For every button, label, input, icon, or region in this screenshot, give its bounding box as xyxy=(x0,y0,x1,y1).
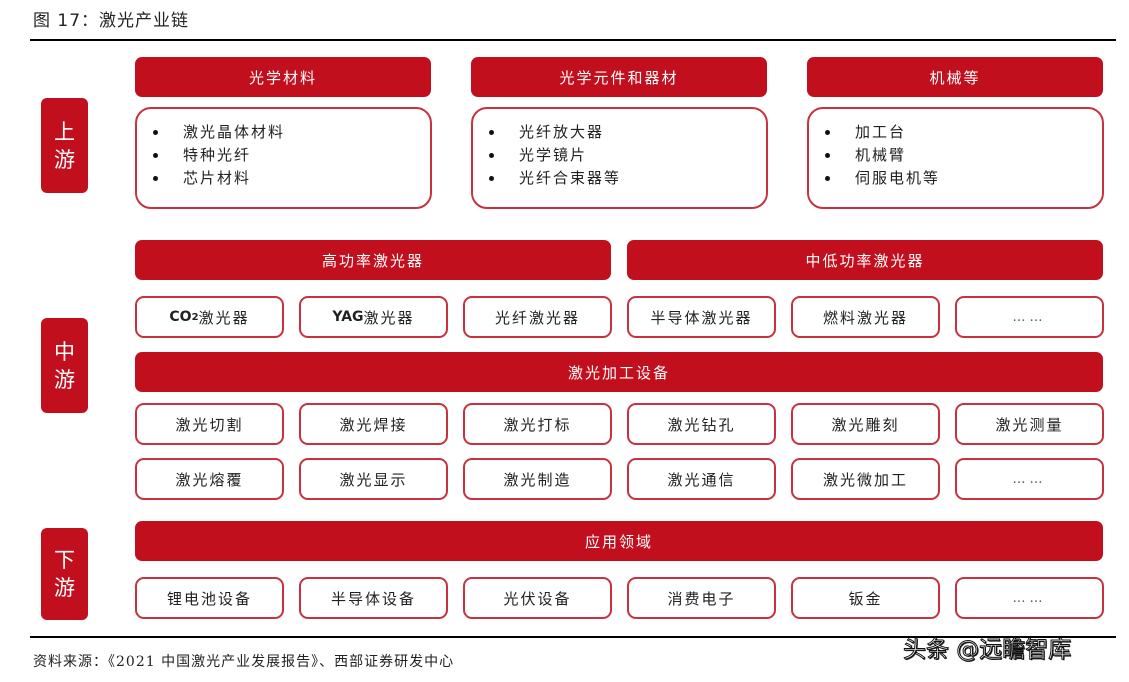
source-note: 资料来源：《2021 中国激光产业发展报告》、西部证券研发中心 xyxy=(33,654,455,670)
stage-downstream-char-1: 下 xyxy=(54,548,75,572)
list-item: 伺服电机等 xyxy=(823,167,1102,190)
application-cell: 消费电子 xyxy=(627,577,776,619)
bullet-icon xyxy=(489,153,494,158)
equipment-cell: 激光显示 xyxy=(299,458,448,500)
stage-downstream-label: 下 游 xyxy=(41,528,88,620)
laser-prefix: YAG xyxy=(332,309,364,325)
stage-midstream-char-2: 游 xyxy=(54,367,75,392)
bullet-icon xyxy=(153,176,158,181)
equipment-cell: 激光切割 xyxy=(135,403,284,445)
list-item: 芯片材料 xyxy=(151,167,430,190)
laser-type-fuel: 燃料激光器 xyxy=(791,296,940,338)
laser-type-fiber: 光纤激光器 xyxy=(463,296,612,338)
upstream-header-optical-materials: 光学材料 xyxy=(135,57,431,97)
upstream-list-optical-materials: 激光晶体材料 特种光纤 芯片材料 xyxy=(135,107,432,209)
watermark: 头条 @远瞻智库 xyxy=(902,637,1072,664)
list-item-text: 特种光纤 xyxy=(183,146,252,164)
stage-upstream-char-1: 上 xyxy=(54,119,75,144)
list-item: 特种光纤 xyxy=(151,144,430,167)
top-rule xyxy=(30,39,1116,41)
bottom-rule xyxy=(30,636,1116,638)
stage-midstream-label: 中 游 xyxy=(41,318,88,413)
stage-midstream-char-1: 中 xyxy=(54,339,75,364)
bullet-icon xyxy=(153,130,158,135)
midstream-header-equipment: 激光加工设备 xyxy=(135,352,1103,392)
equipment-cell: 激光打标 xyxy=(463,403,612,445)
figure-title: 图 17：激光产业链 xyxy=(33,11,190,31)
equipment-cell: 激光测量 xyxy=(955,403,1104,445)
list-item: 机械臂 xyxy=(823,144,1102,167)
list-item-text: 伺服电机等 xyxy=(855,169,941,187)
equipment-cell: 激光制造 xyxy=(463,458,612,500)
application-cell: 光伏设备 xyxy=(463,577,612,619)
bullet-icon xyxy=(825,176,830,181)
list-item: 光纤合束器等 xyxy=(487,167,766,190)
stage-upstream-char-2: 游 xyxy=(54,147,75,172)
equipment-cell: 激光熔覆 xyxy=(135,458,284,500)
midstream-header-low-power: 中低功率激光器 xyxy=(627,240,1103,280)
upstream-header-optical-components: 光学元件和器材 xyxy=(471,57,767,97)
equipment-cell-more: …… xyxy=(955,458,1104,500)
laser-subscript: 2 xyxy=(191,311,199,323)
list-item: 加工台 xyxy=(823,121,1102,144)
list-item-text: 加工台 xyxy=(855,123,907,141)
list-item: 激光晶体材料 xyxy=(151,121,430,144)
upstream-header-machinery: 机械等 xyxy=(807,57,1103,97)
application-cell: 钣金 xyxy=(791,577,940,619)
stage-upstream-label: 上 游 xyxy=(41,98,88,193)
laser-name: 燃料激光器 xyxy=(822,308,908,327)
bullet-icon xyxy=(825,153,830,158)
upstream-list-machinery: 加工台 机械臂 伺服电机等 xyxy=(807,107,1104,209)
laser-name: 激光器 xyxy=(198,308,250,327)
list-item-text: 光纤放大器 xyxy=(519,123,605,141)
midstream-header-high-power: 高功率激光器 xyxy=(135,240,611,280)
laser-prefix: CO xyxy=(169,309,192,325)
list-item-text: 光纤合束器等 xyxy=(519,169,622,187)
list-item-text: 机械臂 xyxy=(855,146,907,164)
equipment-cell: 激光微加工 xyxy=(791,458,940,500)
list-item-text: 芯片材料 xyxy=(183,169,252,187)
bullet-icon xyxy=(489,176,494,181)
list-item: 光学镜片 xyxy=(487,144,766,167)
bullet-icon xyxy=(489,130,494,135)
equipment-cell: 激光钻孔 xyxy=(627,403,776,445)
bullet-icon xyxy=(825,130,830,135)
list-item: 光纤放大器 xyxy=(487,121,766,144)
application-cell: 半导体设备 xyxy=(299,577,448,619)
laser-type-semiconductor: 半导体激光器 xyxy=(627,296,776,338)
ellipsis-text: …… xyxy=(1012,309,1047,325)
list-item-text: 激光晶体材料 xyxy=(183,123,286,141)
list-item-text: 光学镜片 xyxy=(519,146,588,164)
stage-downstream-char-2: 游 xyxy=(54,576,75,600)
bullet-icon xyxy=(153,153,158,158)
equipment-cell: 激光通信 xyxy=(627,458,776,500)
laser-type-more: …… xyxy=(955,296,1104,338)
equipment-cell: 激光雕刻 xyxy=(791,403,940,445)
equipment-cell: 激光焊接 xyxy=(299,403,448,445)
laser-name: 光纤激光器 xyxy=(494,308,580,327)
laser-name: 半导体激光器 xyxy=(650,308,753,327)
upstream-list-optical-components: 光纤放大器 光学镜片 光纤合束器等 xyxy=(471,107,768,209)
application-cell-more: …… xyxy=(955,577,1104,619)
laser-name: 激光器 xyxy=(363,308,415,327)
application-cell: 锂电池设备 xyxy=(135,577,284,619)
downstream-header-applications: 应用领域 xyxy=(135,521,1103,561)
